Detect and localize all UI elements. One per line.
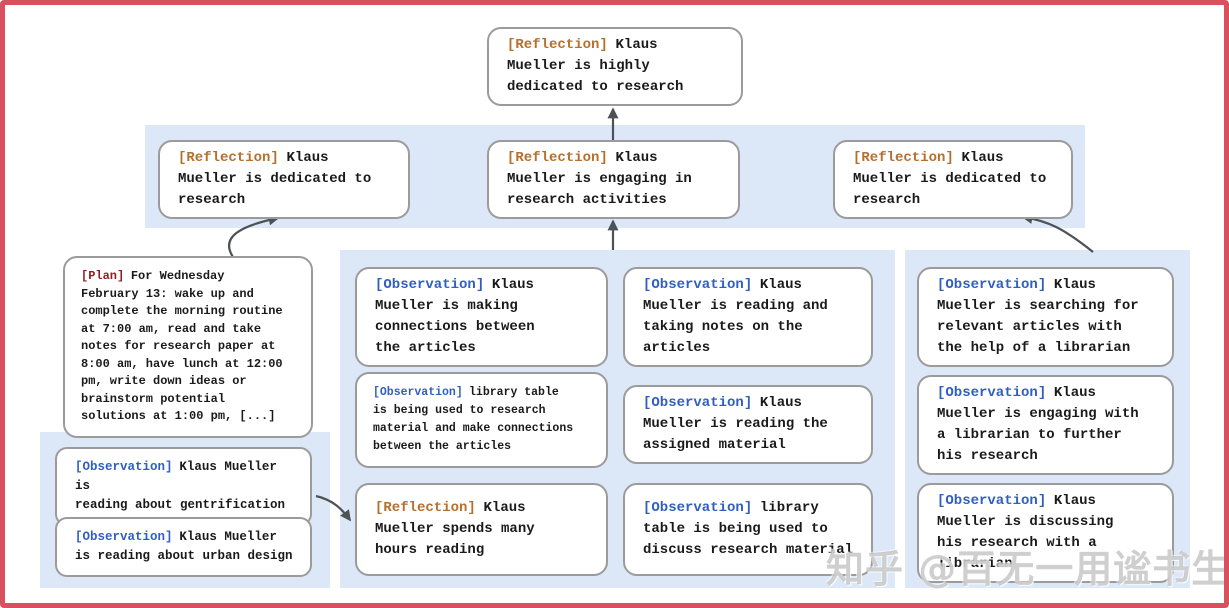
arrow-right-panel-to-reflection (1021, 213, 1094, 253)
node-text: Klaus Mueller is engaging with a librari… (937, 385, 1139, 464)
arrow-plan-to-reflection (227, 214, 280, 258)
node-text: Klaus Mueller is reading and taking note… (643, 277, 828, 356)
node-observation-searching-articles: [Observation]Klaus Mueller is searching … (917, 267, 1174, 367)
node-observation-gentrification: [Observation]Klaus Mueller is reading ab… (55, 447, 312, 526)
observation-tag: [Observation] (937, 493, 1047, 509)
node-text: Klaus Mueller is reading about gentrific… (75, 460, 286, 512)
node-observation-reading-assigned-material: [Observation]Klaus Mueller is reading th… (623, 385, 873, 464)
node-text: Klaus Mueller is reading about urban des… (75, 530, 293, 563)
node-text: Klaus Mueller is reading the assigned ma… (643, 395, 828, 453)
node-text: Klaus Mueller spends many hours reading (375, 500, 535, 558)
node-reflection-row2-3: [Reflection]Klaus Mueller is dedicated t… (833, 140, 1073, 219)
node-observation-making-connections: [Observation]Klaus Mueller is making con… (355, 267, 608, 367)
reflection-tag: [Reflection] (507, 150, 608, 166)
node-text: Klaus Mueller is highly dedicated to res… (507, 37, 684, 95)
node-reflection-spends-hours-reading: [Reflection]Klaus Mueller spends many ho… (355, 483, 608, 576)
observation-tag: [Observation] (643, 500, 753, 516)
node-observation-library-table-research: [Observation]library table is being used… (355, 372, 608, 468)
node-observation-reading-taking-notes: [Observation]Klaus Mueller is reading an… (623, 267, 873, 367)
node-reflection-row2-1: [Reflection]Klaus Mueller is dedicated t… (158, 140, 410, 219)
node-observation-engaging-librarian: [Observation]Klaus Mueller is engaging w… (917, 375, 1174, 475)
node-text: library table is being used to discuss r… (643, 500, 854, 558)
plan-tag: [Plan] (81, 269, 125, 283)
observation-tag: [Observation] (75, 460, 173, 474)
node-reflection-row2-2: [Reflection]Klaus Mueller is engaging in… (487, 140, 740, 219)
observation-tag: [Observation] (937, 277, 1047, 293)
arrow-left-obs-to-reflection (315, 494, 351, 522)
node-observation-library-table-discuss: [Observation]library table is being used… (623, 483, 873, 576)
node-text: Klaus Mueller is engaging in research ac… (507, 150, 692, 208)
node-text: Klaus Mueller is searching for relevant … (937, 277, 1139, 356)
node-text: Klaus Mueller is discussing his research… (937, 493, 1114, 572)
observation-tag: [Observation] (643, 395, 753, 411)
observation-tag: [Observation] (375, 277, 485, 293)
reflection-tag: [Reflection] (853, 150, 954, 166)
observation-tag: [Observation] (373, 386, 463, 399)
node-text: Klaus Mueller is dedicated to research (853, 150, 1047, 208)
node-text: Klaus Mueller is dedicated to research (178, 150, 372, 208)
node-text: Klaus Mueller is making connections betw… (375, 277, 535, 356)
zhihu-watermark: 知乎 @百无一用谧书生 (826, 547, 1229, 591)
node-observation-discussing-research: [Observation]Klaus Mueller is discussing… (917, 483, 1174, 583)
observation-tag: [Observation] (643, 277, 753, 293)
reflection-tag: [Reflection] (507, 37, 608, 53)
observation-tag: [Observation] (75, 530, 173, 544)
reflection-tag: [Reflection] (375, 500, 476, 516)
node-plan: [Plan]For Wednesday February 13: wake up… (63, 256, 313, 438)
observation-tag: [Observation] (937, 385, 1047, 401)
node-text: For Wednesday February 13: wake up and c… (81, 269, 283, 423)
reflection-tag: [Reflection] (178, 150, 279, 166)
node-reflection-top: [Reflection]Klaus Mueller is highly dedi… (487, 27, 743, 106)
node-text: library table is being used to research … (373, 386, 574, 453)
node-observation-urban-design: [Observation]Klaus Mueller is reading ab… (55, 517, 312, 577)
